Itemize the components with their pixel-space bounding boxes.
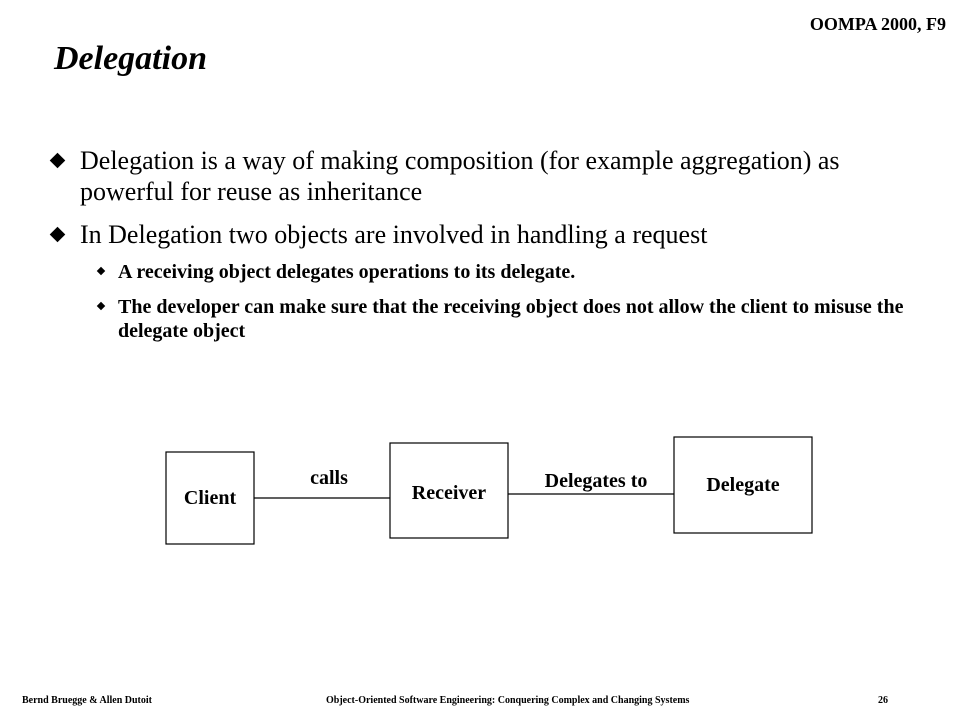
footer-authors: Bernd Bruegge & Allen Dutoit (22, 695, 152, 706)
sub-bullet-item: The developer can make sure that the rec… (94, 295, 930, 343)
sub-bullet-item: A receiving object delegates operations … (94, 260, 930, 284)
course-tag: OOMPA 2000, F9 (809, 14, 946, 34)
footer-page-number: 26 (878, 695, 888, 706)
bullet-list: Delegation is a way of making compositio… (49, 145, 930, 354)
receiver-box (389, 442, 509, 539)
sub-bullet-list: A receiving object delegates operations … (94, 260, 930, 343)
sub-bullet-text: A receiving object delegates operations … (118, 261, 576, 283)
bullet-text: In Delegation two objects are involved i… (80, 220, 708, 249)
slide-title: Delegation (54, 40, 207, 77)
bullet-item: In Delegation two objects are involved i… (49, 219, 930, 250)
calls-label: calls (310, 467, 348, 489)
delegates-to-label: Delegates to (545, 470, 648, 492)
sub-bullet-text: The developer can make sure that the rec… (118, 296, 904, 342)
bullet-item: Delegation is a way of making compositio… (49, 145, 930, 207)
receiver-label: Receiver (412, 482, 487, 504)
delegate-label: Delegate (706, 474, 779, 496)
footer-book-title: Object-Oriented Software Engineering: Co… (326, 695, 690, 706)
client-label: Client (184, 487, 237, 509)
bullet-text: Delegation is a way of making compositio… (80, 146, 840, 206)
delegate-box (673, 436, 813, 534)
